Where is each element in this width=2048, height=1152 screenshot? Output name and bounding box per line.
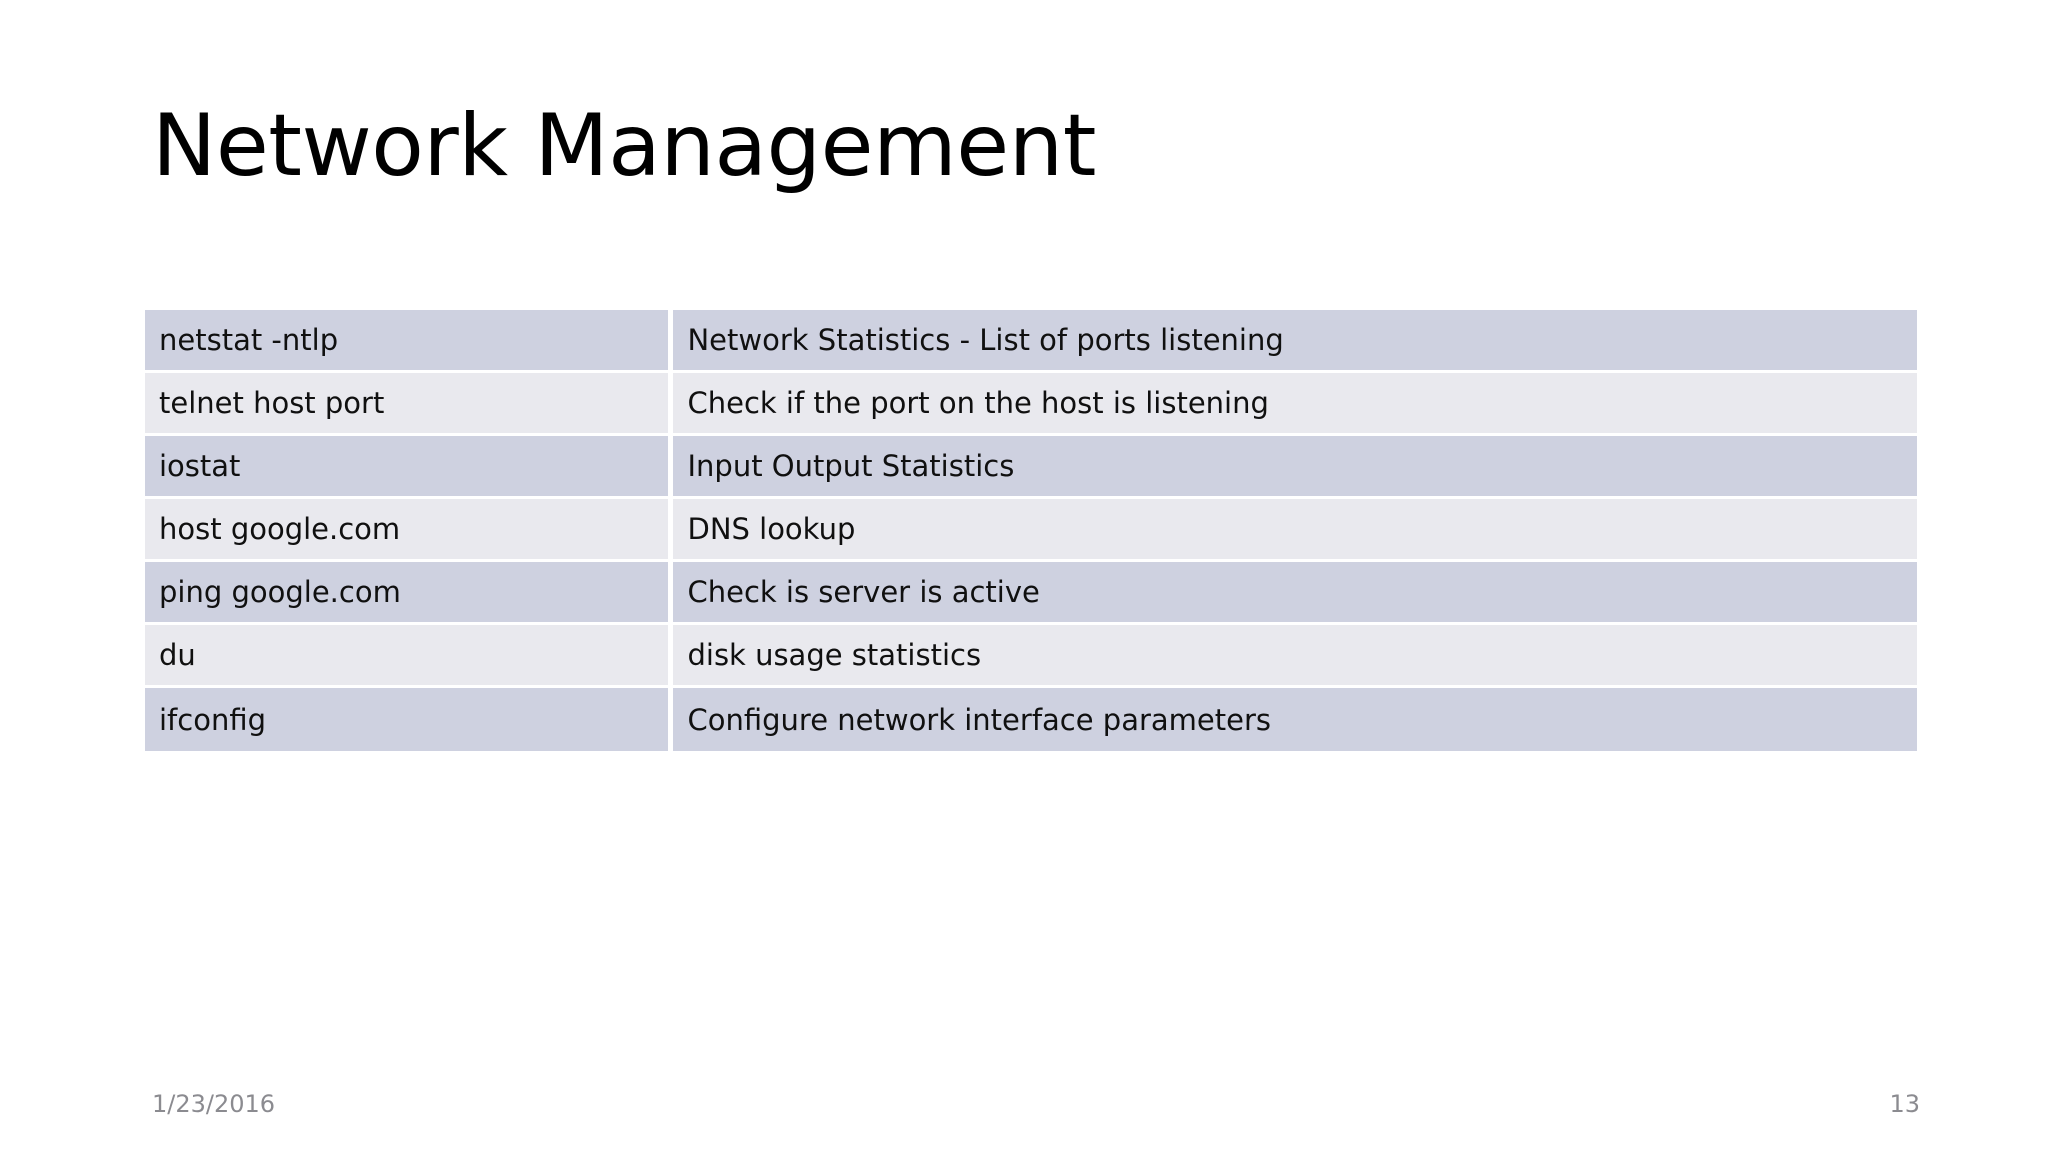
table-body: netstat -ntlp Network Statistics - List … — [145, 310, 1917, 751]
cell-command: du — [145, 625, 674, 688]
cell-command: ping google.com — [145, 562, 674, 625]
cell-command: ifconfig — [145, 688, 674, 751]
table-row: telnet host port Check if the port on th… — [145, 373, 1917, 436]
cell-command: telnet host port — [145, 373, 674, 436]
command-reference-table: netstat -ntlp Network Statistics - List … — [145, 310, 1917, 751]
cell-description: Check is server is active — [673, 562, 1917, 625]
table-row: netstat -ntlp Network Statistics - List … — [145, 310, 1917, 373]
table-row: ifconfig Configure network interface par… — [145, 688, 1917, 751]
cell-command: host google.com — [145, 499, 674, 562]
cell-command: netstat -ntlp — [145, 310, 674, 373]
cell-description: Network Statistics - List of ports liste… — [673, 310, 1917, 373]
cell-description: Check if the port on the host is listeni… — [673, 373, 1917, 436]
page-title: Network Management — [152, 96, 1096, 196]
footer-date: 1/23/2016 — [152, 1090, 276, 1118]
table-row: host google.com DNS lookup — [145, 499, 1917, 562]
table-row: ping google.com Check is server is activ… — [145, 562, 1917, 625]
cell-description: DNS lookup — [673, 499, 1917, 562]
table-row: iostat Input Output Statistics — [145, 436, 1917, 499]
table-row: du disk usage statistics — [145, 625, 1917, 688]
footer-page-number: 13 — [1889, 1090, 1920, 1118]
cell-description: Input Output Statistics — [673, 436, 1917, 499]
cell-description: disk usage statistics — [673, 625, 1917, 688]
cell-description: Configure network interface parameters — [673, 688, 1917, 751]
cell-command: iostat — [145, 436, 674, 499]
